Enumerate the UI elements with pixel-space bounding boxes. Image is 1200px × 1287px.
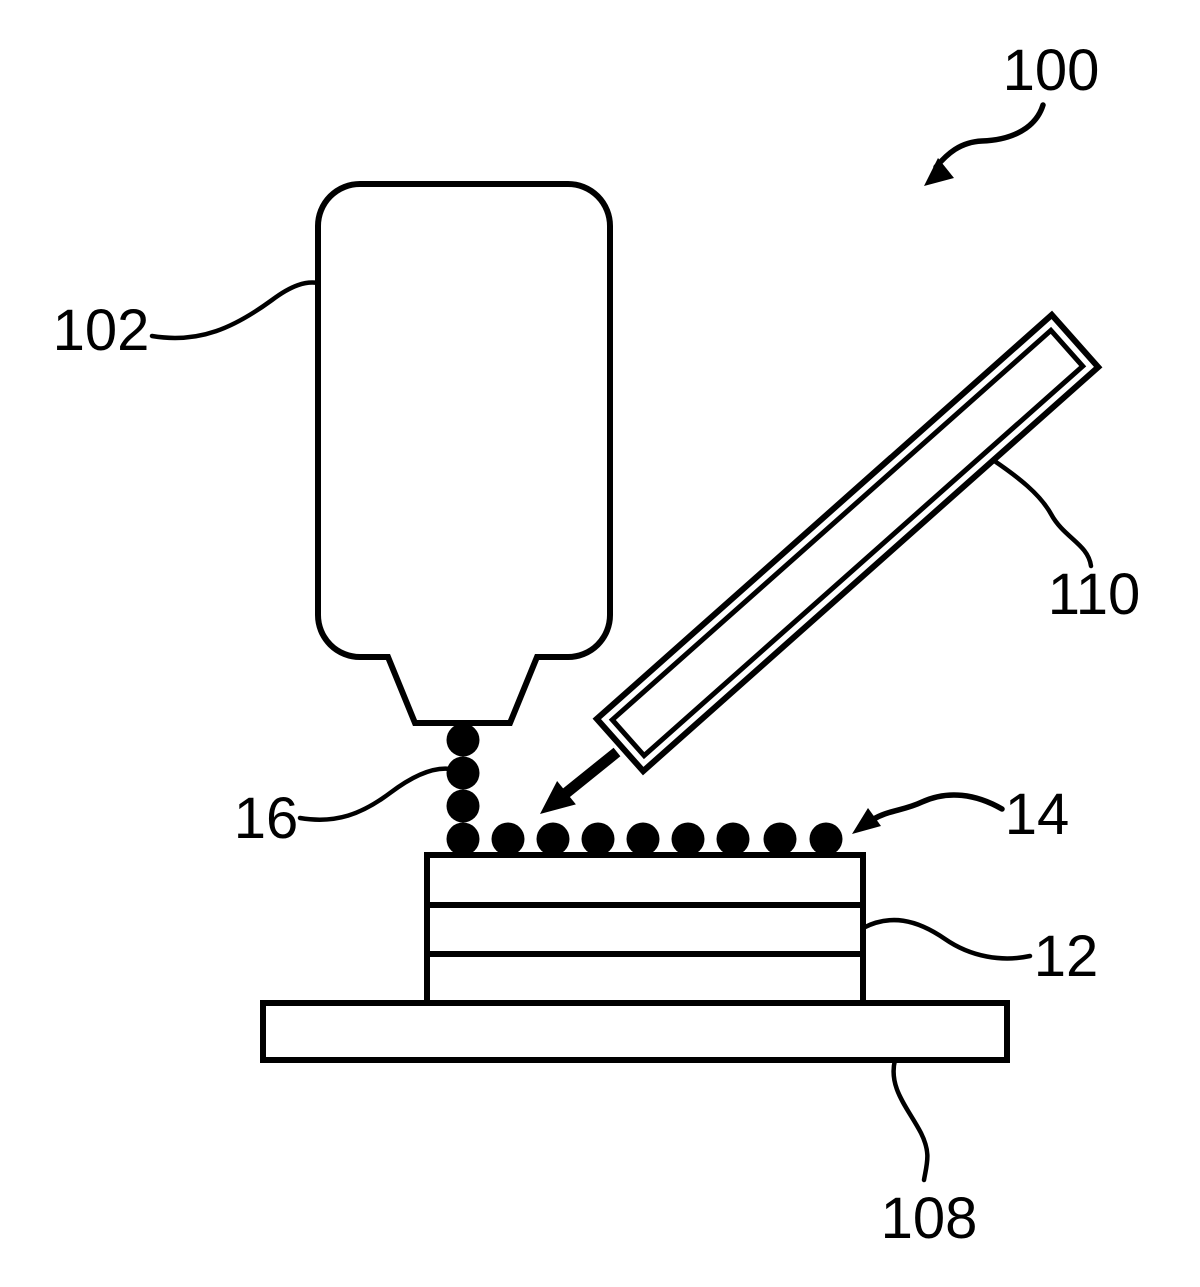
pointer-arrow-14-head xyxy=(852,808,881,834)
pointer-arrow-100-shaft xyxy=(933,102,1046,170)
pointer-arrow-100-head xyxy=(924,158,954,186)
leader-108 xyxy=(891,1057,930,1183)
label-14: 14 xyxy=(1005,782,1070,847)
label-110: 110 xyxy=(1048,562,1140,627)
droplet xyxy=(626,822,660,856)
label-102: 102 xyxy=(53,298,150,363)
leader-110 xyxy=(990,457,1094,569)
label-100: 100 xyxy=(1003,38,1100,103)
pointer-arrow-100 xyxy=(924,102,1046,186)
droplet xyxy=(491,822,525,856)
leader-12 xyxy=(860,917,1033,961)
falling-droplet xyxy=(446,723,480,757)
droplet xyxy=(763,822,797,856)
leader-16 xyxy=(297,766,459,822)
droplet xyxy=(581,822,615,856)
falling-droplet xyxy=(446,756,480,790)
base-plate xyxy=(260,1000,1010,1063)
energy-source-rod xyxy=(592,310,1103,776)
layer-stack xyxy=(424,852,866,1006)
droplet xyxy=(446,822,480,856)
droplet xyxy=(716,822,750,856)
deposited-droplet-row xyxy=(446,822,843,856)
rod-inner-outline xyxy=(608,326,1087,760)
label-16: 16 xyxy=(234,786,299,851)
pointer-arrow-14-shaft xyxy=(869,792,1005,823)
label-12: 12 xyxy=(1034,924,1099,989)
droplet xyxy=(536,822,570,856)
rod-outer-outline xyxy=(592,310,1103,776)
dispenser-body xyxy=(315,181,613,726)
layer-stack-body xyxy=(424,852,866,1006)
pointer-arrow-14 xyxy=(852,792,1005,834)
falling-droplet-stream xyxy=(446,723,480,823)
droplet xyxy=(809,822,843,856)
leader-102 xyxy=(149,280,321,341)
beam-arrow xyxy=(540,747,621,814)
falling-droplet xyxy=(446,789,480,823)
label-108: 108 xyxy=(881,1186,978,1251)
droplet xyxy=(671,822,705,856)
